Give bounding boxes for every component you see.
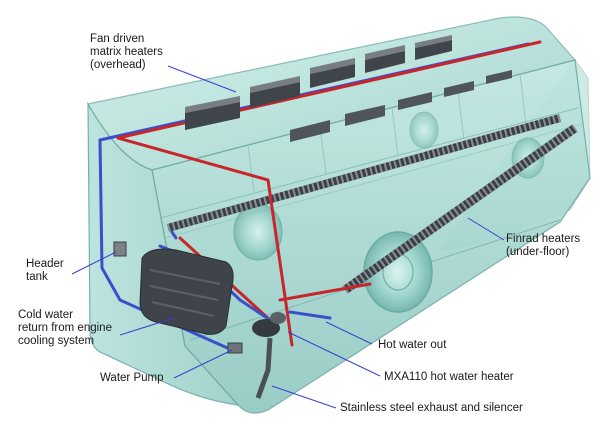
matrix-heater-unit	[250, 76, 300, 108]
mxa110-heater	[252, 312, 286, 337]
matrix-heater-unit	[185, 96, 240, 130]
label-exhaust: Stainless steel exhaust and silencer	[340, 402, 523, 414]
leader-lines	[71, 65, 505, 409]
overhead-matrix-heaters	[185, 35, 512, 142]
engine-block	[139, 248, 234, 335]
matrix-heater-unit	[310, 58, 355, 88]
water-pump	[227, 342, 243, 354]
label-cold-water-return: Cold water return from engine cooling sy…	[18, 309, 112, 347]
matrix-heater-unit	[365, 45, 405, 73]
wheels	[233, 111, 545, 313]
exhaust-silencer	[255, 337, 273, 399]
front-wheel-far	[409, 111, 439, 149]
matrix-heater-unit	[415, 35, 452, 60]
label-hot-water-out: Hot water out	[378, 339, 447, 351]
label-finrad-heaters: Finrad heaters (under-floor)	[506, 233, 581, 258]
label-fan-heaters: Fan driven matrix heaters (overhead)	[90, 33, 163, 71]
header-tank	[113, 241, 127, 257]
label-header-tank: Header tank	[26, 258, 64, 283]
label-water-pump: Water Pump	[100, 372, 164, 384]
label-mxa110: MXA110 hot water heater	[384, 371, 514, 383]
cold-return-pipe	[100, 266, 234, 352]
hot-water-out-pipe	[278, 282, 372, 302]
finrad-heaters	[166, 114, 578, 294]
